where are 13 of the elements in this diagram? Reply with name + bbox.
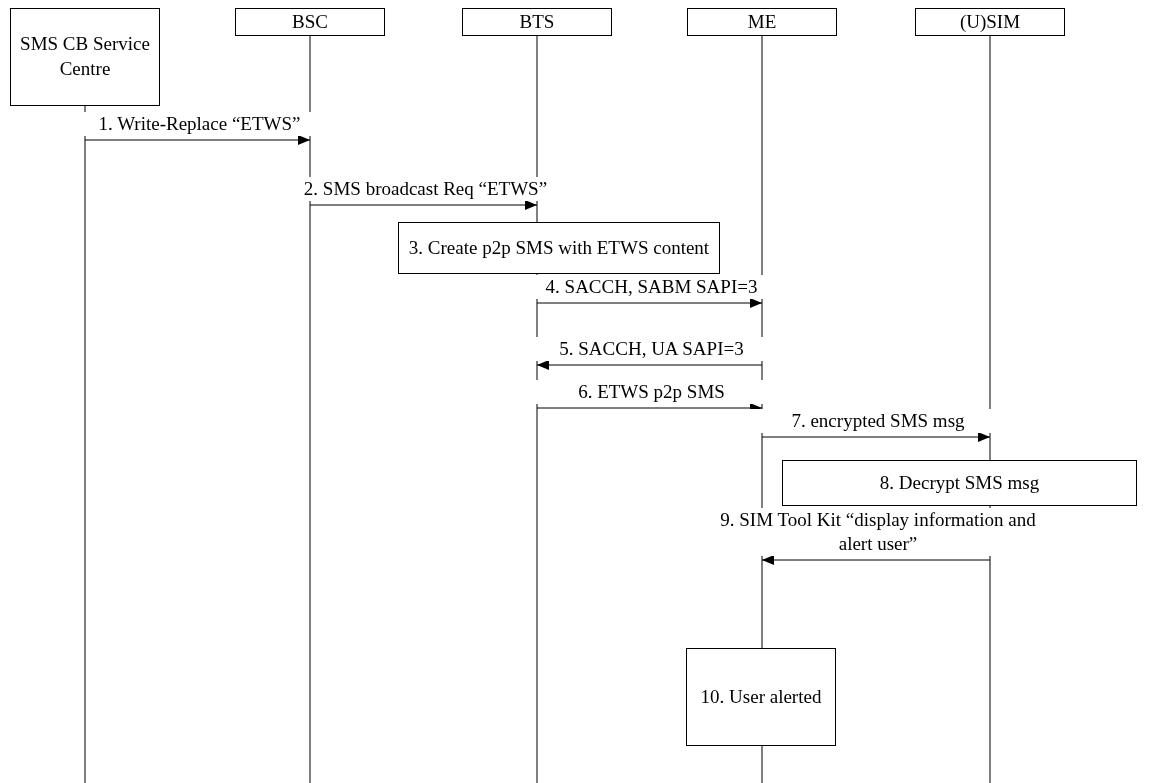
participant-box: (U)SIM — [915, 8, 1065, 36]
participant-box: SMS CB Service Centre — [10, 8, 160, 106]
arrow — [309, 200, 538, 210]
participant-box: ME — [687, 8, 837, 36]
participant-box: BTS — [462, 8, 612, 36]
arrow — [536, 298, 763, 308]
process-box: 3. Create p2p SMS with ETWS content — [398, 222, 720, 274]
arrow — [761, 555, 991, 565]
process-box: 8. Decrypt SMS msg — [782, 460, 1137, 506]
arrow — [84, 135, 311, 145]
arrow — [536, 360, 763, 370]
participant-box: BSC — [235, 8, 385, 36]
arrow — [761, 432, 991, 442]
